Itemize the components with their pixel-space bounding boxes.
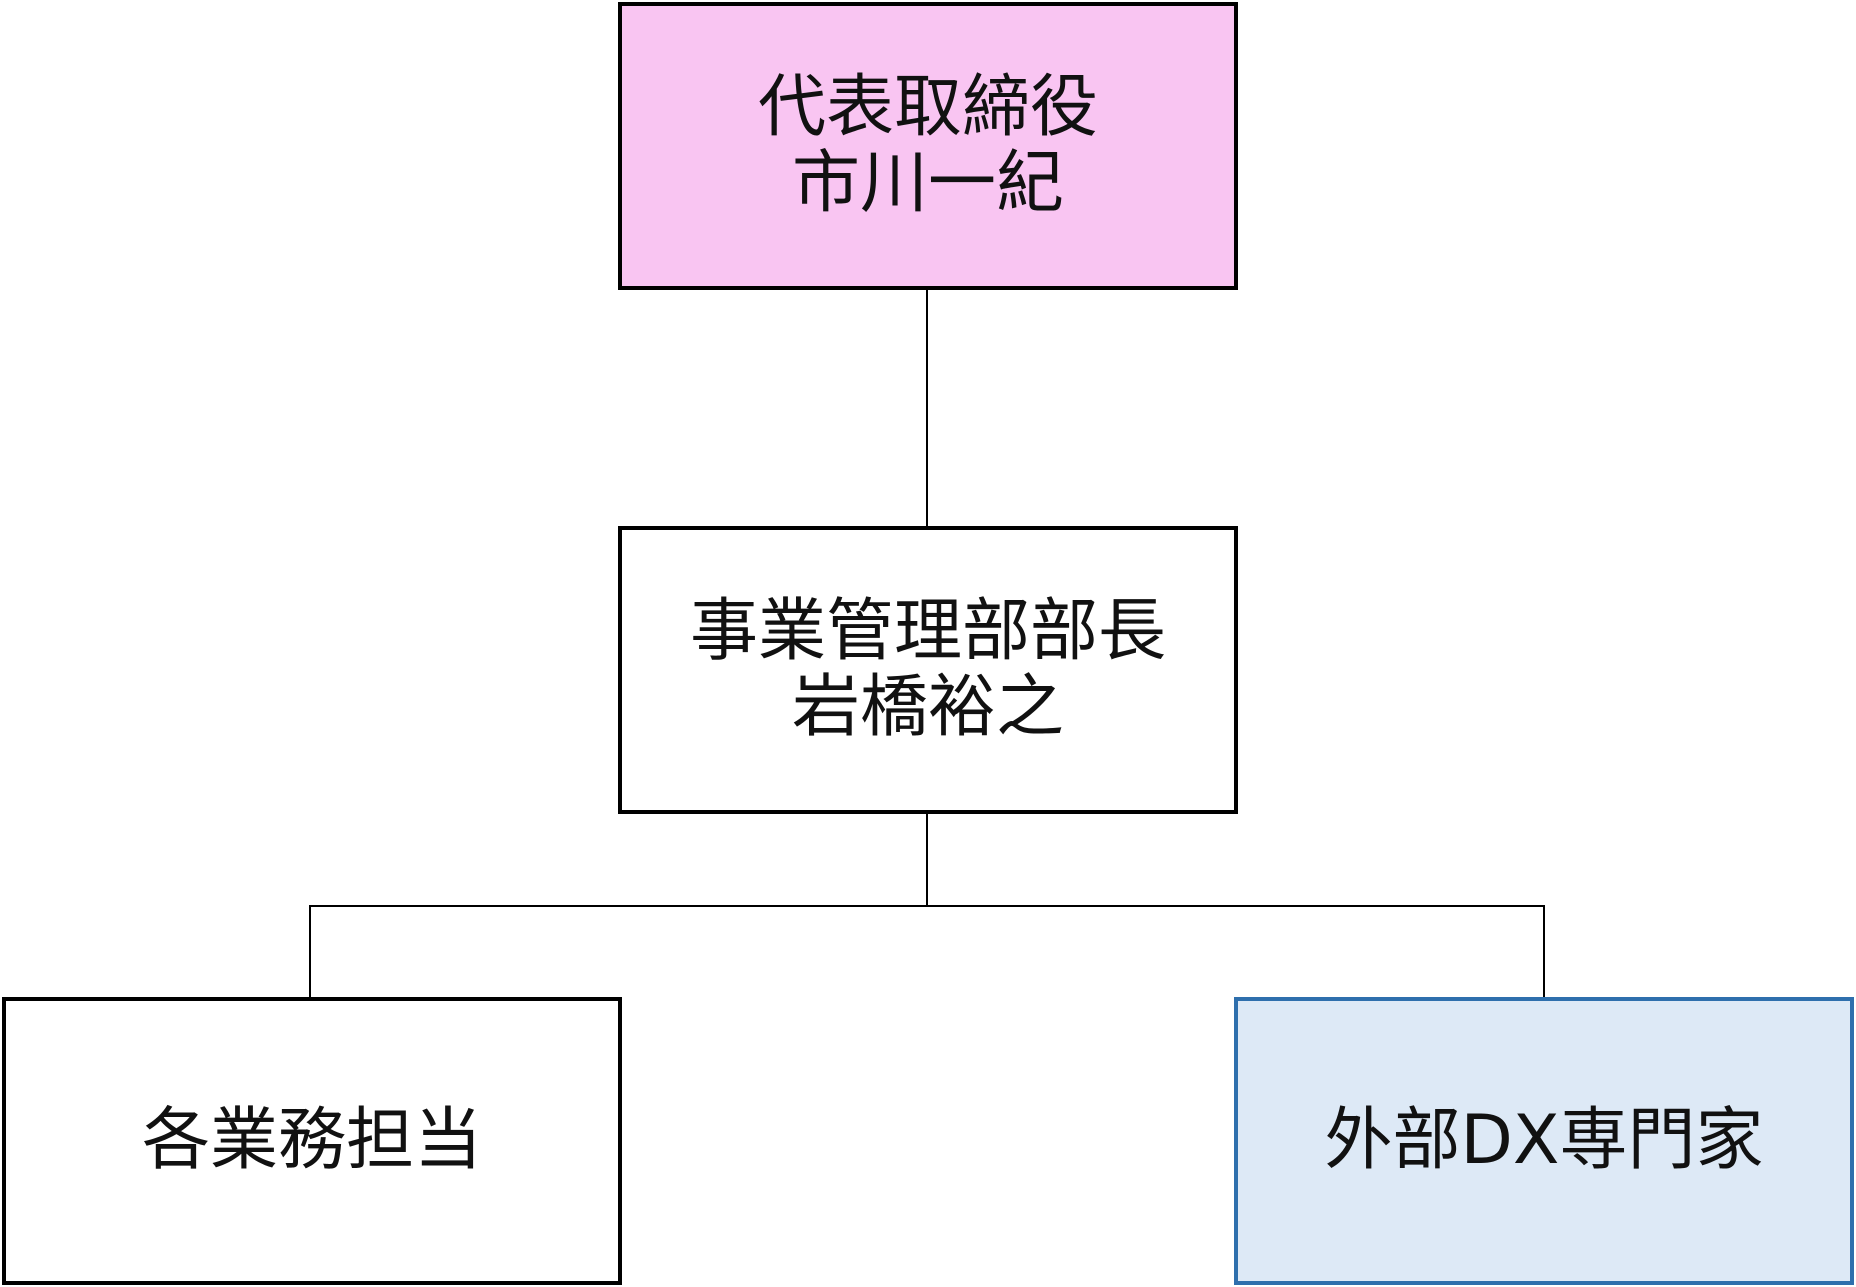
ceo-name-label: 市川一紀 bbox=[791, 144, 1064, 223]
connector-branch-to-expert bbox=[1543, 905, 1545, 997]
manager-role-label: 事業管理部部長 bbox=[689, 591, 1166, 671]
org-node-manager: 事業管理部部長 岩橋裕之 bbox=[618, 526, 1238, 814]
org-node-staff: 各業務担当 bbox=[2, 997, 622, 1285]
connector-branch-horizontal bbox=[309, 905, 1545, 907]
connector-ceo-to-manager bbox=[926, 290, 928, 526]
manager-name-label: 岩橋裕之 bbox=[791, 668, 1064, 747]
org-node-expert: 外部DX専門家 bbox=[1234, 997, 1854, 1285]
staff-role-label: 各業務担当 bbox=[141, 1100, 482, 1180]
org-node-ceo: 代表取締役 市川一紀 bbox=[618, 2, 1238, 290]
connector-branch-to-staff bbox=[309, 905, 311, 997]
expert-role-label: 外部DX専門家 bbox=[1324, 1100, 1764, 1180]
connector-manager-down bbox=[926, 814, 928, 906]
ceo-role-label: 代表取締役 bbox=[757, 67, 1098, 147]
